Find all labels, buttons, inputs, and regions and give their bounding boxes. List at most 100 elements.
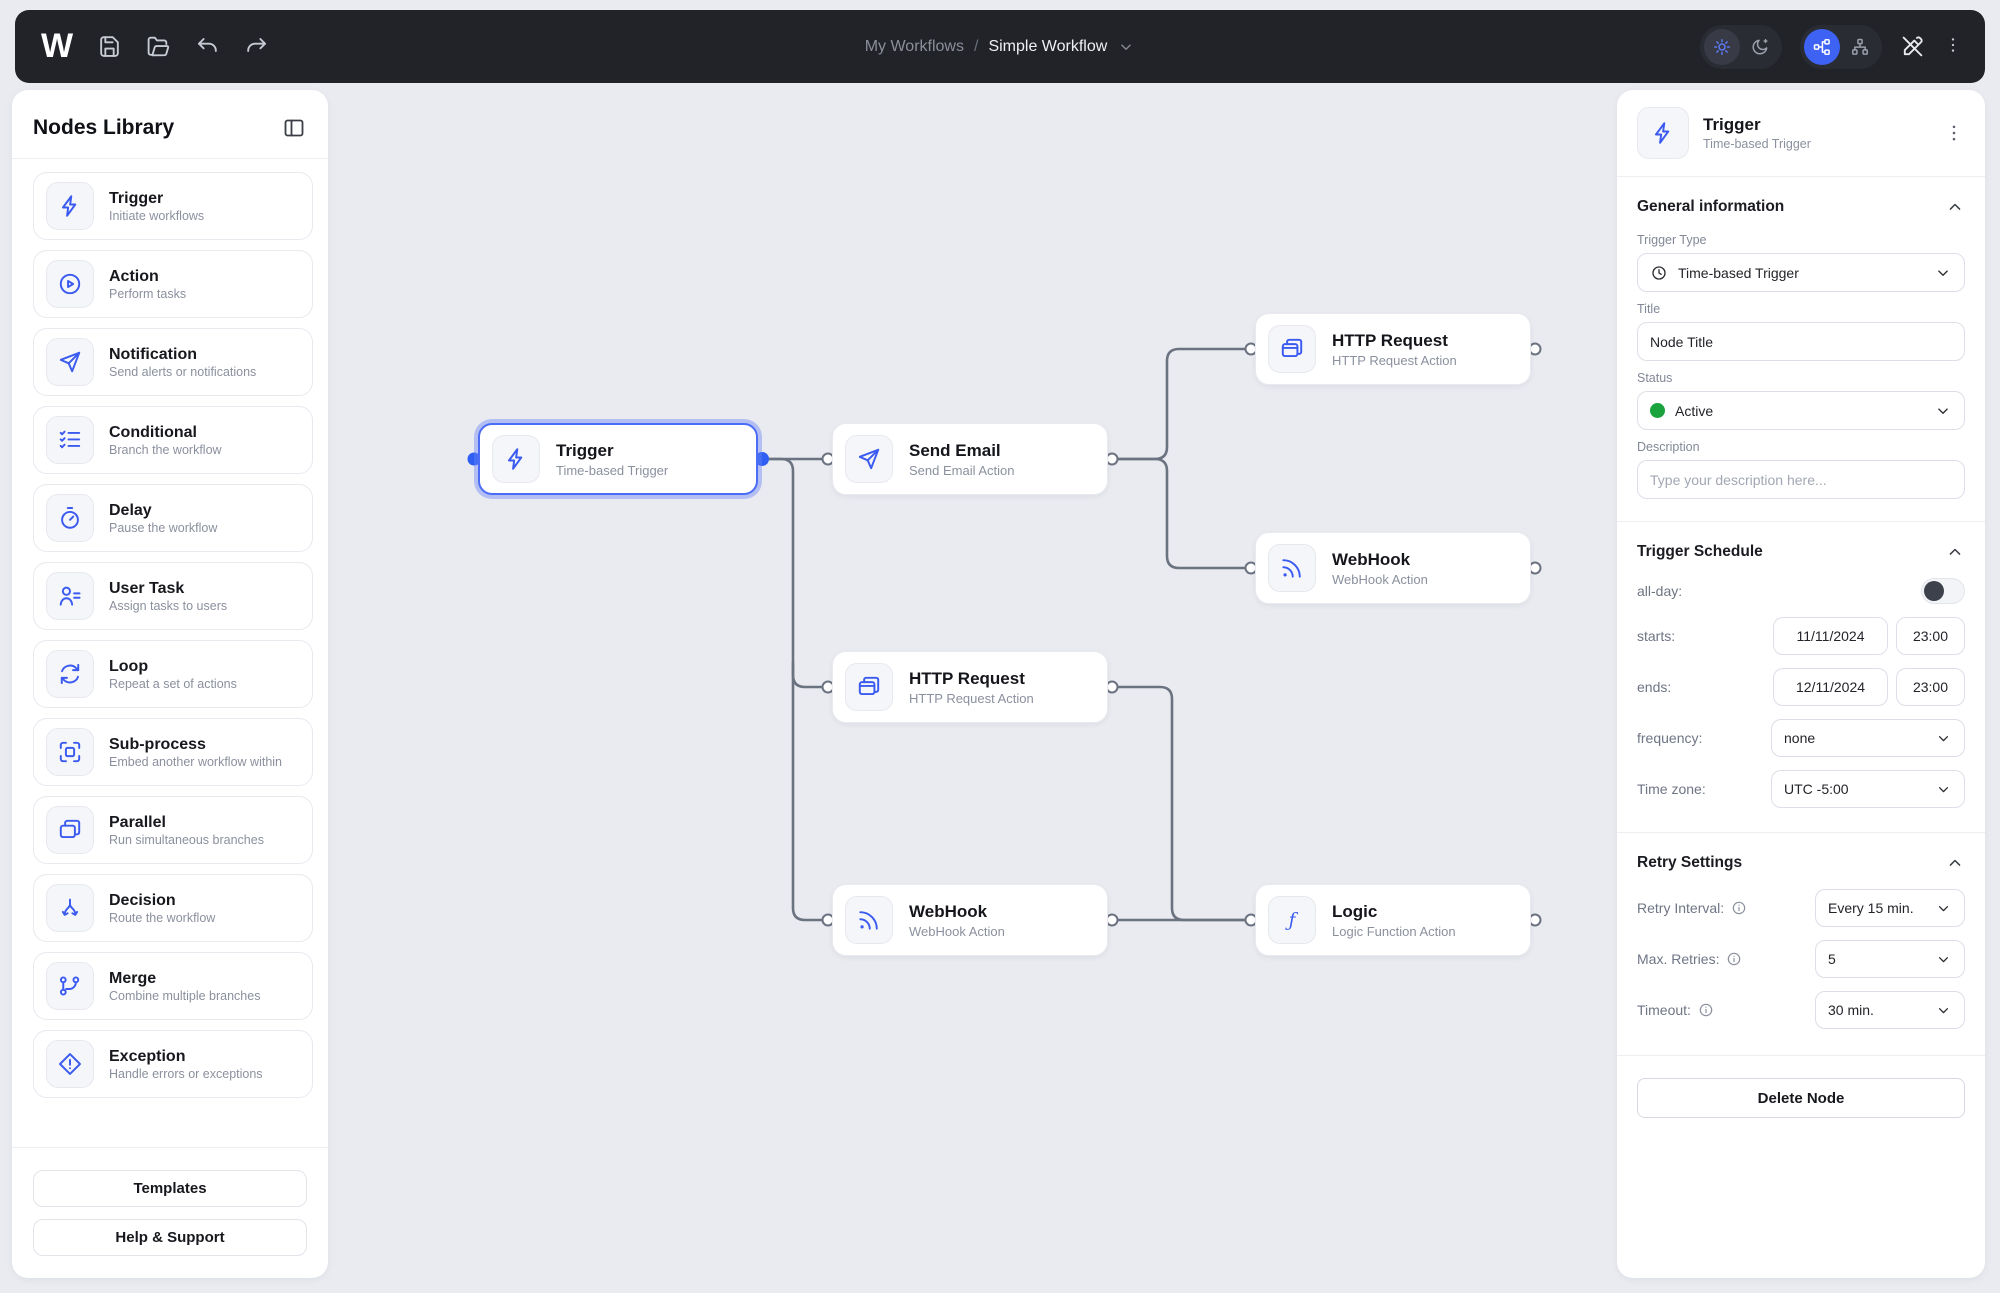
chevron-up-icon[interactable] xyxy=(1945,542,1965,562)
trigger-input-handle[interactable] xyxy=(467,452,481,466)
edge-sendemail-httptop[interactable] xyxy=(1110,347,1253,461)
undo-button[interactable] xyxy=(195,34,220,59)
frequency-select[interactable]: none xyxy=(1771,719,1965,757)
vertical-layout-button[interactable] xyxy=(1842,29,1878,65)
node-title: Send Email xyxy=(909,441,1001,461)
webhookbottom-output-handle[interactable] xyxy=(1105,913,1119,927)
retry-interval-select[interactable]: Every 15 min. xyxy=(1815,889,1965,927)
more-options-button[interactable] xyxy=(1943,34,1963,59)
section-title: Retry Settings xyxy=(1637,854,1743,871)
retry-settings-header[interactable]: Retry Settings xyxy=(1637,853,1965,873)
trigger-schedule-header[interactable]: Trigger Schedule xyxy=(1637,542,1965,562)
redo-button[interactable] xyxy=(244,34,269,59)
lightning-icon xyxy=(1650,120,1676,146)
description-input[interactable] xyxy=(1637,460,1965,499)
node-title-input[interactable] xyxy=(1637,322,1965,361)
starts-row: starts: 11/11/2024 23:00 xyxy=(1637,617,1965,655)
timezone-value: UTC -5:00 xyxy=(1784,781,1849,797)
sendemail-output-handle[interactable] xyxy=(1105,452,1119,466)
chevron-up-icon[interactable] xyxy=(1945,197,1965,217)
status-select[interactable]: Active xyxy=(1637,391,1965,430)
all-day-toggle[interactable] xyxy=(1921,578,1965,604)
delete-node-button[interactable]: Delete Node xyxy=(1637,1078,1965,1118)
info-icon[interactable] xyxy=(1726,951,1742,967)
max-retries-select[interactable]: 5 xyxy=(1815,940,1965,978)
dark-mode-button[interactable] xyxy=(1742,29,1778,65)
trigger-type-select[interactable]: Time-based Trigger xyxy=(1637,253,1965,292)
open-workflow-button[interactable] xyxy=(146,34,171,59)
timeout-select[interactable]: 30 min. xyxy=(1815,991,1965,1029)
starts-label: starts: xyxy=(1637,628,1676,644)
edge-trigger-httpmid[interactable] xyxy=(791,661,830,689)
topbar-left: W xyxy=(15,27,575,66)
breadcrumb-my-workflows[interactable]: My Workflows xyxy=(864,37,964,55)
library-item-description: Route the workflow xyxy=(109,911,216,925)
edge-trigger-trunk[interactable] xyxy=(760,457,830,922)
templates-button[interactable]: Templates xyxy=(33,1170,307,1207)
info-icon[interactable] xyxy=(1731,900,1747,916)
timezone-row: Time zone: UTC -5:00 xyxy=(1637,770,1965,808)
help-support-button[interactable]: Help & Support xyxy=(33,1219,307,1256)
light-mode-button[interactable] xyxy=(1704,28,1740,65)
chevron-down-icon[interactable] xyxy=(1117,38,1135,56)
ends-date-input[interactable]: 12/11/2024 xyxy=(1773,668,1888,706)
chevron-up-icon[interactable] xyxy=(1945,853,1965,873)
starts-date-input[interactable]: 11/11/2024 xyxy=(1773,617,1888,655)
timeout-row: Timeout: 30 min. xyxy=(1637,991,1965,1029)
edit-lock-button[interactable] xyxy=(1900,34,1925,59)
trigger-output-handle[interactable] xyxy=(755,452,769,466)
library-item-label: Merge xyxy=(109,970,157,987)
node-title: Trigger xyxy=(556,441,614,461)
ends-time-input[interactable]: 23:00 xyxy=(1896,668,1965,706)
save-button[interactable] xyxy=(97,34,122,59)
active-status-dot xyxy=(1650,403,1665,418)
info-icon[interactable] xyxy=(1698,1002,1714,1018)
edge-sendemail-webhookright[interactable] xyxy=(1110,457,1253,570)
library-item-label: Loop xyxy=(109,658,149,675)
starts-time-input[interactable]: 23:00 xyxy=(1896,617,1965,655)
logic-output-handle[interactable] xyxy=(1528,913,1542,927)
general-information-header[interactable]: General information xyxy=(1637,197,1965,217)
timezone-select[interactable]: UTC -5:00 xyxy=(1771,770,1965,808)
httpmid-output-handle[interactable] xyxy=(1105,680,1119,694)
inspector-header: Trigger Time-based Trigger xyxy=(1617,90,1985,177)
horizontal-layout-button[interactable] xyxy=(1804,28,1840,65)
topbar-right xyxy=(1425,24,1985,69)
lightning-icon xyxy=(1637,107,1689,159)
horizontal-tree-icon xyxy=(1812,37,1832,57)
max-retries-row: Max. Retries: 5 xyxy=(1637,940,1965,978)
collapse-panel-button[interactable] xyxy=(282,116,306,140)
edge-httpmid-logic[interactable] xyxy=(1110,685,1253,922)
node-options-button[interactable] xyxy=(1943,122,1965,144)
webhookright-output-handle[interactable] xyxy=(1528,561,1542,575)
app-logo[interactable]: W xyxy=(41,27,73,65)
node-subtitle: HTTP Request Action xyxy=(909,690,1034,706)
httptop-output-handle[interactable] xyxy=(1528,342,1542,356)
checklist-icon xyxy=(46,416,94,464)
